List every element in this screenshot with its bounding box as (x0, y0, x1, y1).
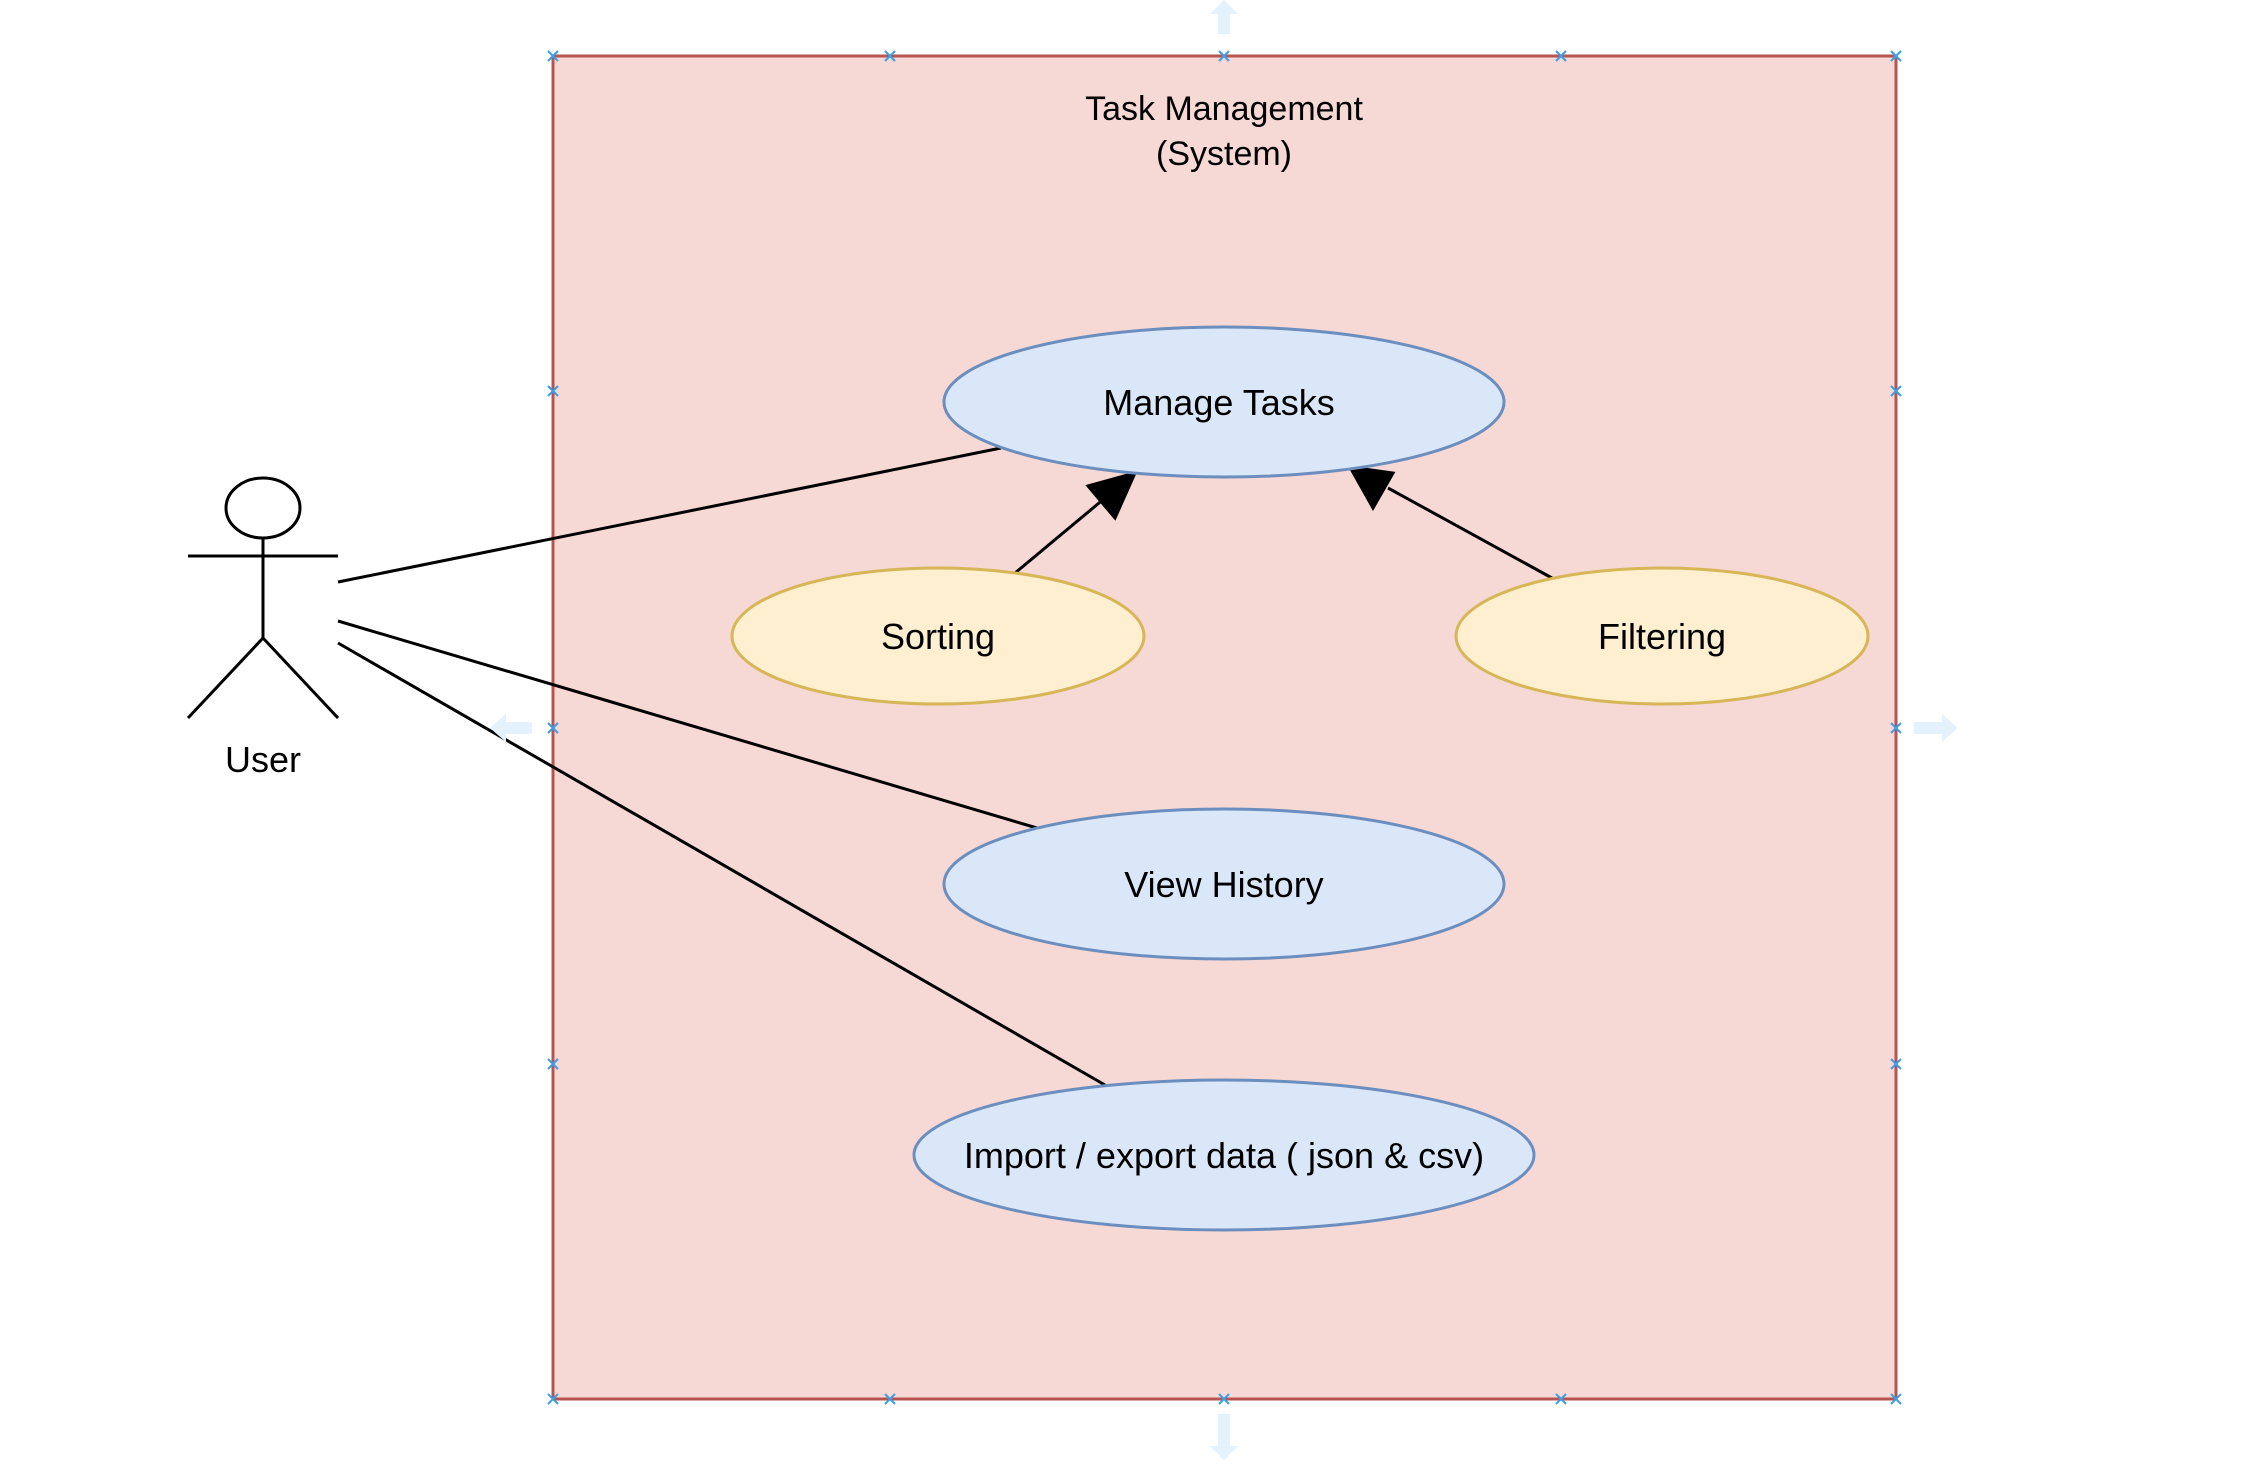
resize-handle-right-q3[interactable] (1890, 1058, 1902, 1070)
actor-label: User (225, 739, 301, 780)
associations (337, 446, 1106, 1087)
usecase-manage-tasks-shape (942, 325, 1506, 479)
selection-handles (547, 50, 1902, 1405)
resize-handle-bottom-q1[interactable] (884, 1393, 896, 1405)
usecase-sorting[interactable]: Sorting (730, 566, 1146, 706)
filtering-to-manage-tasks-line[interactable] (1387, 486, 1553, 580)
connect-arrow-right-icon[interactable] (1914, 714, 1958, 742)
usecase-filtering[interactable]: Filtering (1454, 566, 1870, 706)
resize-handle-bottom-mid[interactable] (1218, 1393, 1230, 1405)
actor-left-leg-icon (186, 636, 265, 720)
resize-handle-left-mid[interactable] (547, 722, 559, 734)
resize-handle-top-mid[interactable] (1218, 50, 1230, 62)
usecase-import-export-shape (912, 1078, 1536, 1232)
resize-handle-right-q1[interactable] (1890, 385, 1902, 397)
connect-arrow-top-icon[interactable] (1210, 0, 1238, 34)
resize-handle-bottom-q3[interactable] (1555, 1393, 1567, 1405)
association-manage-tasks[interactable] (337, 446, 1002, 584)
filtering-arrowhead-icon (1347, 465, 1396, 512)
usecase-import-export-label: Import / export data ( json & csv) (964, 1135, 1484, 1176)
resize-handle-top-right[interactable] (1890, 50, 1902, 62)
connect-arrow-bottom-icon[interactable] (1210, 1414, 1238, 1460)
actor-user[interactable] (186, 476, 340, 720)
actor-right-leg-icon (261, 636, 340, 720)
usecase-view-history-label: View History (1124, 864, 1323, 905)
sorting-arrowhead-icon (1085, 470, 1138, 521)
usecase-view-history[interactable]: View History (942, 807, 1506, 961)
usecase-filtering-shape (1454, 566, 1870, 706)
resize-handle-top-q3[interactable] (1555, 50, 1567, 62)
usecase-manage-tasks[interactable]: Manage Tasks (942, 325, 1506, 479)
resize-handle-bottom-right[interactable] (1890, 1393, 1902, 1405)
actor-head-icon (224, 476, 302, 540)
resize-handle-left-q1[interactable] (547, 385, 559, 397)
resize-handle-bottom-left[interactable] (547, 1393, 559, 1405)
hover-arrows (490, 0, 1958, 1460)
association-import-export[interactable] (337, 641, 1106, 1087)
usecase-sorting-shape (730, 566, 1146, 706)
resize-handle-left-q3[interactable] (547, 1058, 559, 1070)
sorting-to-manage-tasks-line[interactable] (1014, 496, 1106, 575)
system-subtitle: (System) (1156, 135, 1292, 173)
resize-handle-top-left[interactable] (547, 50, 559, 62)
resize-handle-right-mid[interactable] (1890, 722, 1902, 734)
usecase-filtering-label: Filtering (1598, 616, 1726, 657)
usecase-view-history-shape (942, 807, 1506, 961)
generalizations (1014, 465, 1553, 580)
usecase-manage-tasks-label: Manage Tasks (1103, 382, 1334, 423)
resize-handle-top-q1[interactable] (884, 50, 896, 62)
system-title: Task Management (1085, 90, 1363, 128)
connect-arrow-left-icon[interactable] (490, 714, 532, 742)
association-view-history[interactable] (337, 619, 1038, 830)
usecase-sorting-label: Sorting (881, 616, 995, 657)
usecase-import-export[interactable]: Import / export data ( json & csv) (912, 1078, 1536, 1232)
